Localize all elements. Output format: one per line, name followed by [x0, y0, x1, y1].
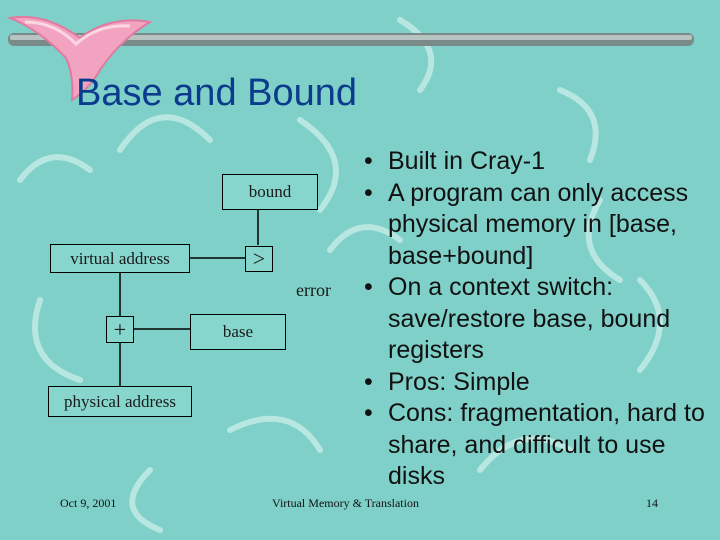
- virtual-address-label: virtual address: [70, 248, 170, 268]
- physical-address-label: physical address: [64, 391, 176, 411]
- adder-symbol: +: [113, 316, 127, 342]
- error-label: error: [296, 280, 331, 300]
- base-register-box: base: [190, 314, 286, 350]
- bullet-list: Built in Cray-1 A program can only acces…: [362, 146, 712, 493]
- adder-box: +: [106, 316, 134, 343]
- bullet-item: Built in Cray-1: [362, 146, 712, 178]
- compare-box: >: [245, 246, 273, 272]
- base-label: base: [222, 322, 254, 341]
- physical-address-box: physical address: [48, 386, 192, 417]
- compare-symbol: >: [252, 246, 266, 271]
- slide-title: Base and Bound: [76, 72, 358, 114]
- page-number: 14: [646, 496, 658, 510]
- bullet-item: On a context switch: save/restore base, …: [362, 272, 712, 367]
- footer-title: Virtual Memory & Translation: [272, 496, 419, 510]
- bound-label: bound: [248, 182, 292, 201]
- bullet-item: Cons: fragmentation, hard to share, and …: [362, 398, 712, 493]
- footer-date: Oct 9, 2001: [60, 496, 117, 510]
- bound-register-box: bound: [222, 174, 318, 210]
- virtual-address-box: virtual address: [50, 244, 190, 273]
- bullet-item: Pros: Simple: [362, 367, 712, 399]
- bullet-item: A program can only access physical memor…: [362, 178, 712, 273]
